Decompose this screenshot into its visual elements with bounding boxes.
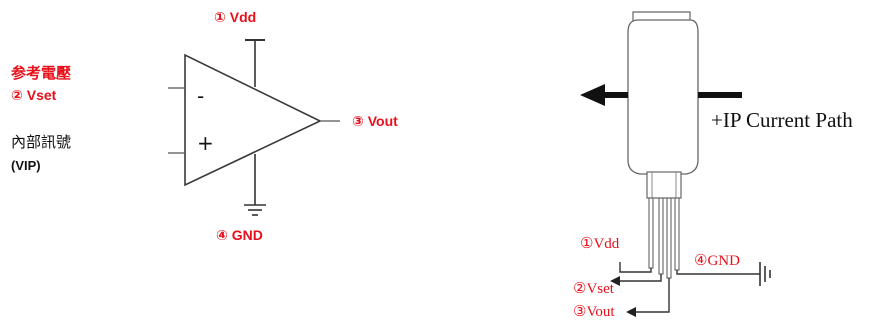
sensor-vset-label: ②Vset — [573, 281, 615, 297]
sensor-package — [627, 11, 699, 279]
arrow-left-icon — [580, 84, 605, 106]
arrow-left-icon — [626, 307, 636, 317]
opamp-symbol: - + — [168, 39, 340, 216]
lead-4 — [674, 197, 680, 271]
current-path-label: +IP Current Path — [711, 108, 853, 132]
lead-1 — [648, 197, 654, 269]
pin-vdd-connection — [619, 262, 652, 273]
arrow-left-icon — [610, 276, 620, 286]
plus-sign: + — [197, 131, 214, 155]
package-top-tab — [632, 11, 691, 22]
package-body — [627, 19, 699, 175]
opamp-vout-label: ③ Vout — [352, 113, 398, 129]
package-neck — [646, 171, 682, 199]
pin-vset-connection — [610, 274, 662, 286]
current-path-arrow — [580, 84, 742, 106]
vset-label-cn: 参考電壓 — [11, 64, 71, 82]
opamp-gnd-label: ④ GND — [216, 227, 263, 243]
lead-3 — [666, 197, 672, 279]
vset-label: ② Vset — [11, 87, 57, 103]
pin-vout-connection — [626, 278, 670, 317]
opamp-vdd-label: ① Vdd — [214, 9, 256, 25]
vip-label: (VIP) — [11, 158, 41, 173]
minus-sign: - — [197, 84, 204, 108]
ground-icon — [244, 204, 266, 216]
lead-2 — [658, 197, 664, 275]
sensor-vdd-label: ①Vdd — [580, 236, 620, 252]
vip-label-cn: 內部訊號 — [11, 133, 71, 151]
sensor-gnd-label: ④GND — [694, 253, 740, 269]
sensor-vout-label: ③Vout — [573, 304, 615, 320]
opamp-triangle — [184, 53, 322, 187]
ground-icon — [759, 262, 771, 286]
pin-gnd-connection — [676, 262, 771, 286]
